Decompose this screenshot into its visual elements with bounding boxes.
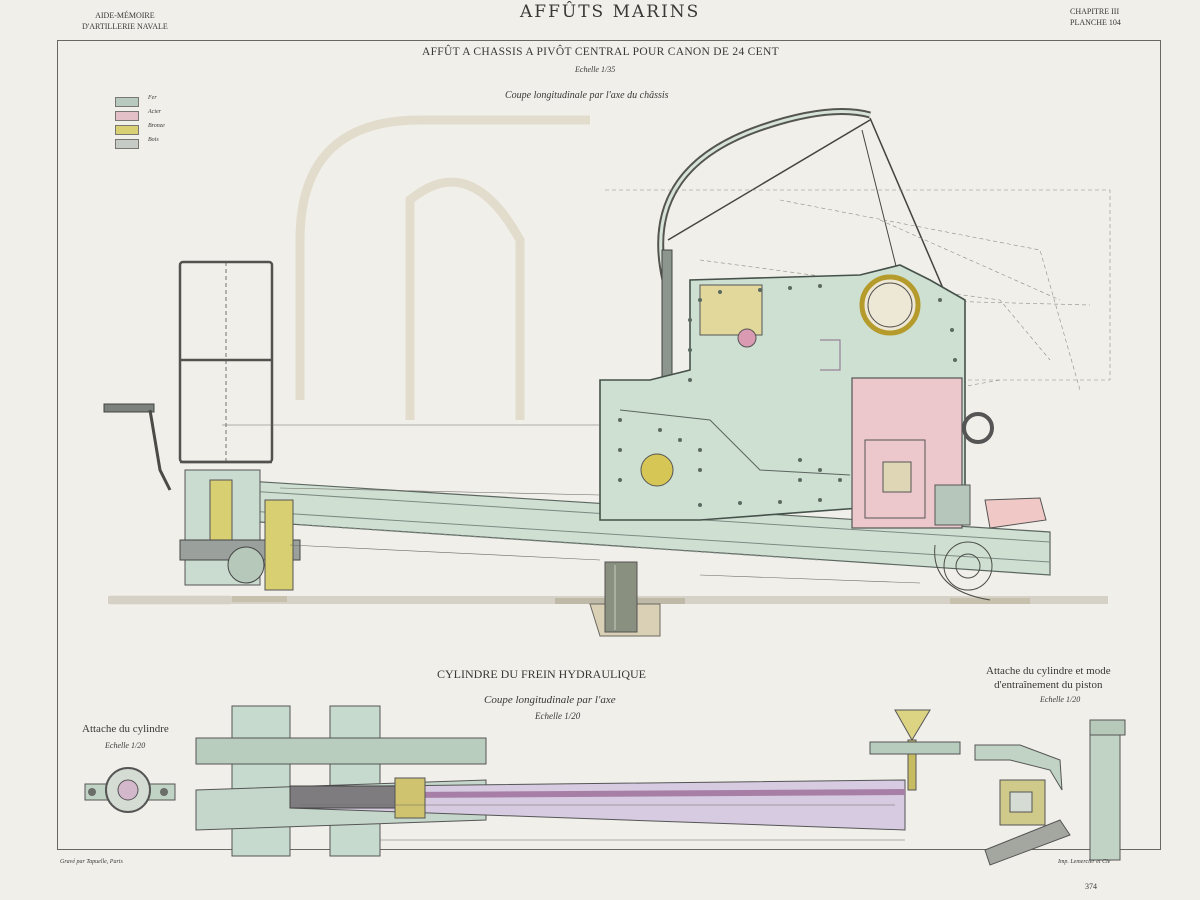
dimension-lines [222, 424, 921, 584]
legend-swatch-iron [115, 97, 139, 107]
cylinder-attachment-detail [84, 767, 176, 813]
drive-detail-scale: Echelle 1/20 [1040, 695, 1081, 704]
main-drawing-scale: Echelle 1/35 [575, 65, 616, 74]
plate-header-title: AFFÛTS MARINS [520, 2, 701, 22]
recoil-block [851, 377, 1047, 529]
central-pivot [589, 561, 661, 637]
crank-handle [103, 403, 172, 491]
ladder [178, 260, 274, 464]
legend-label: Bronze [148, 123, 165, 129]
legend-label: Bois [148, 137, 159, 143]
header-plate-number: PLANCHE 104 [1070, 18, 1121, 27]
attachment-scale: Echelle 1/20 [105, 741, 146, 750]
printer-credit: Imp. Lemercier et Cie [1058, 859, 1111, 865]
drive-detail-title-line-1: Attache du cylindre et mode [986, 665, 1111, 677]
main-section-caption: Coupe longitudinale par l'axe du châssis [505, 90, 669, 101]
drive-detail-title-line-2: d'entraînement du piston [994, 679, 1103, 691]
plate-border [57, 40, 1161, 850]
header-left-line-1: AIDE-MÉMOIRE [95, 11, 155, 20]
header-chapter: CHAPITRE III [1070, 7, 1120, 16]
legend-label: Acier [148, 109, 161, 115]
rivets [618, 284, 957, 507]
trunnion [859, 274, 921, 336]
cylinder-drive-detail [974, 719, 1126, 866]
main-drawing-title: AFFÛT A CHASSIS A PIVÔT CENTRAL POUR CAN… [422, 46, 779, 58]
legend-swatch-wood [115, 139, 139, 149]
engraver-credit: Gravé par Tapuelle, Paris [60, 859, 123, 865]
training-gear [179, 469, 301, 591]
legend-item-iron: Fer [115, 95, 195, 109]
legend-item-steel: Acier [115, 109, 195, 123]
legend-label: Fer [148, 95, 157, 101]
cylinder-section-caption: Coupe longitudinale par l'axe [484, 694, 616, 706]
plate-header-right: CHAPITRE III PLANCHE 104 [1070, 6, 1121, 28]
loading-crane [657, 108, 949, 381]
front-roller [934, 541, 993, 601]
attachment-title: Attache du cylindre [82, 723, 169, 735]
legend-swatch-steel [115, 111, 139, 121]
page-number: 374 [1085, 882, 1097, 891]
drive-detail-title: Attache du cylindre et mode d'entraîneme… [986, 664, 1111, 692]
hydraulic-cylinder-section [195, 705, 961, 857]
legend-swatch-bronze [115, 125, 139, 135]
cylinder-section-title: CYLINDRE DU FREIN HYDRAULIQUE [437, 667, 646, 681]
material-legend: Fer Acier Bronze Bois [115, 95, 195, 151]
cylinder-section-scale: Echelle 1/20 [535, 711, 581, 721]
legend-item-bronze: Bronze [115, 123, 195, 137]
legend-item-wood: Bois [115, 137, 195, 151]
header-left-line-2: D'ARTILLERIE NAVALE [82, 22, 168, 31]
plate-header-left: AIDE-MÉMOIRE D'ARTILLERIE NAVALE [82, 10, 168, 32]
